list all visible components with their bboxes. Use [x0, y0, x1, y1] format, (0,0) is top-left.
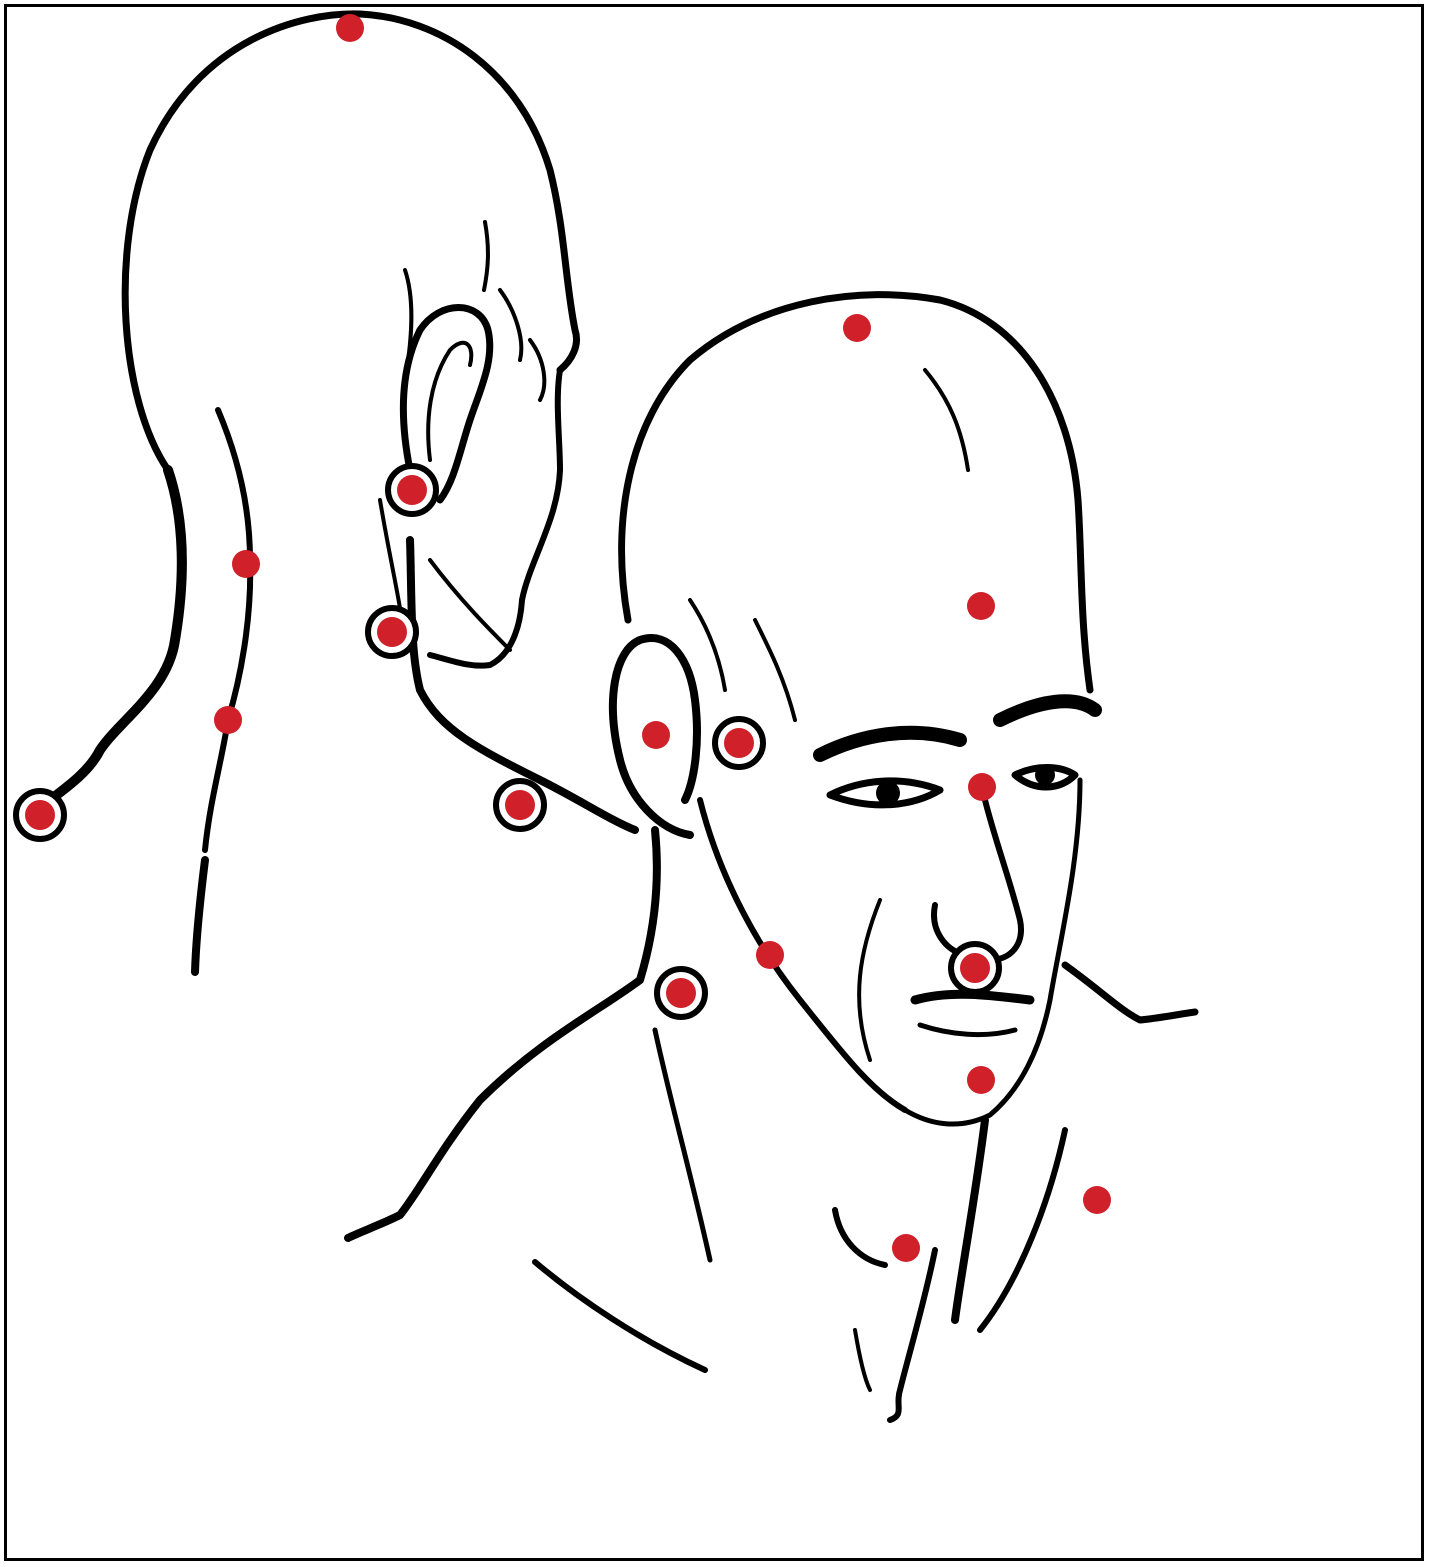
back-head-point-shoulder: [16, 791, 64, 839]
front-head-throat: [955, 1120, 985, 1320]
front-head-point-forehead: [967, 592, 995, 620]
point-dot: [336, 14, 364, 42]
front-head-point-temple: [715, 719, 763, 767]
point-dot: [377, 617, 407, 647]
front-head-pupil-left: [876, 781, 900, 805]
point-dot: [960, 953, 990, 983]
front-head-point-neck-side: [657, 969, 705, 1017]
back-head-point-neck-lower: [214, 706, 242, 734]
back-head-neck-left: [50, 470, 182, 800]
front-head-chest-line: [855, 1330, 870, 1390]
front-head-point-collarbone-left: [892, 1234, 920, 1262]
front-head-pupil-right: [1035, 765, 1055, 785]
front-head-point-cheek: [756, 941, 784, 969]
back-head-jaw-inner: [500, 290, 544, 400]
back-head-point-crown: [336, 14, 364, 42]
back-head-point-behind-ear: [388, 466, 436, 514]
front-head-eyebrow-right: [1000, 701, 1095, 720]
point-dot: [968, 773, 996, 801]
point-dot: [397, 475, 427, 505]
front-head-neck-right: [980, 1130, 1065, 1330]
point-dot: [892, 1234, 920, 1262]
front-head-forehead-line: [925, 370, 968, 470]
point-dot: [967, 592, 995, 620]
back-head-drawing: [50, 14, 635, 972]
point-dot: [214, 706, 242, 734]
point-dot: [642, 721, 670, 749]
front-head-neck-left: [348, 830, 657, 1238]
front-head-collarbone: [835, 1210, 885, 1265]
front-head-point-nose-tip: [951, 944, 999, 992]
front-head-trapezius: [1065, 965, 1195, 1020]
point-dot: [505, 790, 535, 820]
front-head-point-chin: [967, 1066, 995, 1094]
point-dot: [724, 728, 754, 758]
front-head-drawing: [348, 295, 1195, 1420]
front-head-lower-lip: [920, 1025, 1015, 1035]
back-head-skull: [125, 14, 576, 470]
front-head-skull: [622, 295, 1090, 690]
front-head-point-collarbone-right: [1083, 1186, 1111, 1214]
back-head-point-neck-upper: [232, 550, 260, 578]
front-head-mouth: [915, 994, 1030, 1000]
front-head-jaw-left: [700, 800, 905, 1110]
front-head-nose: [934, 800, 1021, 960]
front-head-point-crown: [843, 314, 871, 342]
point-dot: [967, 1066, 995, 1094]
back-head-spine-lower: [195, 860, 205, 972]
point-dot: [756, 941, 784, 969]
point-dot: [25, 800, 55, 830]
front-head-shoulder-line: [535, 1262, 705, 1370]
point-dot: [1083, 1186, 1111, 1214]
front-head-point-between-eyes: [968, 773, 996, 801]
front-head-neck-inner: [655, 1030, 710, 1260]
back-head-point-shoulder-front: [496, 781, 544, 829]
point-dot: [843, 314, 871, 342]
point-dot: [666, 978, 696, 1008]
front-head-temple-lines: [690, 600, 795, 720]
front-head-eyebrow-left: [820, 733, 960, 755]
front-head-nasolabial: [859, 900, 880, 1060]
front-head-point-ear: [642, 721, 670, 749]
back-head-point-below-ear: [368, 608, 416, 656]
front-head-sternum: [890, 1250, 935, 1420]
back-head-spine: [205, 410, 250, 850]
point-dot: [232, 550, 260, 578]
back-head-jaw: [430, 370, 560, 666]
